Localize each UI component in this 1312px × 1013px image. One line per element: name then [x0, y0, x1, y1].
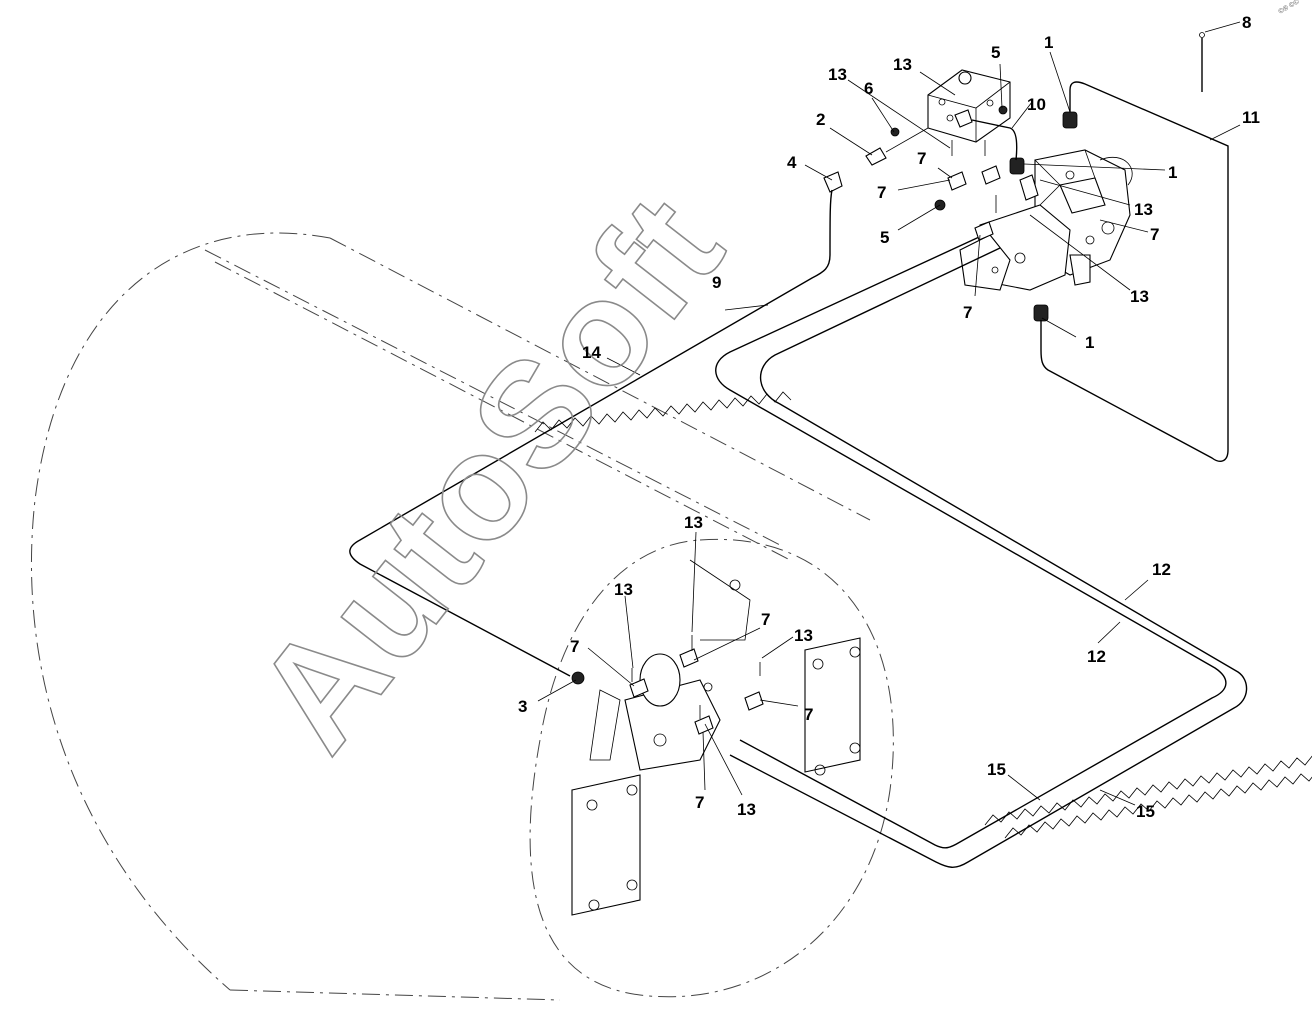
- callout-12: 12: [1087, 647, 1106, 666]
- drum-outline: [30, 232, 894, 1001]
- hose-12-pair: [715, 231, 1248, 868]
- callout-1: 1: [1044, 33, 1053, 52]
- callout-7: 7: [804, 705, 813, 724]
- callout-15: 15: [987, 760, 1006, 779]
- fitting-1-top: [1062, 90, 1078, 129]
- callout-7: 7: [917, 149, 926, 168]
- callout-4: 4: [787, 153, 797, 172]
- callout-13: 13: [794, 626, 813, 645]
- callout-13: 13: [1134, 200, 1153, 219]
- hose-10: [971, 119, 1018, 161]
- leader-lines: [537, 21, 1241, 806]
- callout-13: 13: [684, 513, 703, 532]
- relief-valve-block: [927, 69, 1011, 143]
- callout-7: 7: [877, 183, 886, 202]
- callout-13: 13: [893, 55, 912, 74]
- callout-11: 11: [1242, 108, 1260, 127]
- corner-mark: ©® ©©: [1277, 0, 1301, 16]
- callout-labels: 1 1 1 2 3 4 5 5 6 7 7 7 7 7 7 7 7 8 9 10…: [518, 13, 1260, 821]
- callout-7: 7: [695, 793, 704, 812]
- callout-7: 7: [761, 610, 770, 629]
- callout-15: 15: [1136, 802, 1155, 821]
- callout-3: 3: [518, 697, 527, 716]
- fitting-1-bottom: [1033, 304, 1049, 322]
- callout-2: 2: [816, 110, 825, 129]
- item-8-rod: [1199, 32, 1205, 92]
- callout-1: 1: [1085, 333, 1094, 352]
- callout-7: 7: [570, 637, 579, 656]
- callout-7: 7: [963, 303, 972, 322]
- hose-guard-14: [534, 391, 792, 433]
- callout-13: 13: [737, 800, 756, 819]
- fitting-1-mid: [1009, 157, 1025, 175]
- callout-13: 13: [1130, 287, 1149, 306]
- callout-10: 10: [1027, 95, 1046, 114]
- callout-5: 5: [880, 228, 889, 247]
- callout-9: 9: [712, 273, 721, 292]
- callout-1: 1: [1168, 163, 1177, 182]
- hose-11: [1040, 81, 1229, 462]
- pump-assembly: [959, 149, 1133, 291]
- clamp-set-lower: [629, 635, 764, 735]
- fitting-2: [865, 127, 929, 166]
- callout-12: 12: [1152, 560, 1171, 579]
- callout-14: 14: [582, 343, 601, 362]
- hose-guard-15-lower: [1004, 773, 1312, 839]
- callout-13: 13: [828, 65, 847, 84]
- drum-motor-assembly: [571, 559, 861, 916]
- fitting-3: [571, 671, 585, 685]
- hose-9: [349, 189, 833, 677]
- fitting-4: [823, 171, 843, 193]
- hose-guard-15-upper: [984, 755, 1312, 826]
- callout-7: 7: [1150, 225, 1159, 244]
- callout-6: 6: [864, 79, 873, 98]
- callout-8: 8: [1242, 13, 1251, 32]
- callout-5: 5: [991, 43, 1000, 62]
- callout-13: 13: [614, 580, 633, 599]
